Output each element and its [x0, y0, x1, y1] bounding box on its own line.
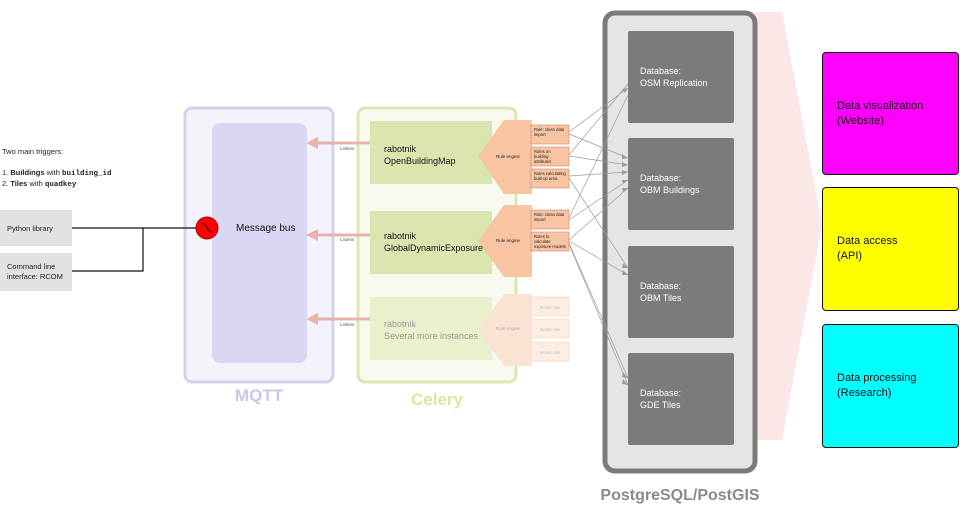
database-kind: Database: [640, 66, 682, 76]
rule-db-connectors [568, 83, 629, 386]
python-library-box: Python library [0, 210, 72, 246]
rule-label: Rule: clean data import [534, 127, 565, 137]
trigger-connector: with [44, 167, 63, 177]
trigger-key: quadkey [44, 181, 77, 189]
app-subtitle: (API) [837, 250, 863, 262]
database-osm-replication: Database: OSM Replication [628, 31, 734, 123]
cli-label: Command line interface: RCOM [7, 262, 63, 281]
worker-box-obm [370, 121, 492, 184]
app-data-access: Data access (API) [822, 187, 959, 311]
app-title: Data visualization [837, 99, 924, 112]
listens-label: Listens [340, 146, 355, 151]
message-bus-label: Message bus [236, 223, 296, 234]
rule-label: Atomic rule [539, 327, 561, 332]
rule-box [530, 209, 570, 230]
trigger-number: 1. [2, 167, 11, 177]
database-kind: Database: [640, 281, 682, 291]
worker-instance: Several more instances [384, 331, 479, 341]
rule-engine-label: Rule engine [495, 326, 521, 331]
celery-label: Celery [411, 390, 463, 409]
listens-label: Listens [340, 322, 355, 327]
listen-arrows [306, 137, 370, 325]
trigger-name: Tiles [10, 179, 28, 188]
database-obm-buildings: Database: OBM Buildings [628, 138, 734, 230]
rule-label: Rules calculating built-up area [534, 171, 566, 181]
rule-label: Rule: clean data import [534, 212, 565, 222]
trigger-name: Buildings [10, 167, 45, 177]
trigger-item-tiles: 2. Tiles with quadkey [2, 179, 112, 191]
client-connectors [72, 227, 200, 272]
rule-box-faded [530, 318, 570, 339]
database-kind: Database: [640, 173, 682, 183]
worker-box-more [370, 297, 492, 360]
listens-label: Listens [340, 237, 355, 242]
database-name: GDE Tiles [640, 400, 681, 410]
rule-box [530, 124, 570, 145]
app-title: Data access [837, 235, 898, 247]
rule-engine-shape-more [478, 294, 532, 366]
rule-box-faded [530, 341, 570, 362]
rule-engine-shape-obm [478, 120, 532, 194]
worker-name: rabotnik [384, 319, 417, 329]
rule-engine-label: Rule engine [495, 238, 521, 243]
trigger-item-buildings: 1. Buildings with building_id [2, 168, 112, 180]
rule-box [530, 146, 570, 167]
worker-instance: OpenBuildingMap [384, 156, 456, 166]
app-data-visualization: Data visualization (Website) [822, 52, 959, 175]
database-gde-tiles: Database: GDE Tiles [628, 353, 734, 445]
rule-label: Rules on building attributes [534, 149, 552, 164]
rule-engine-label: Rule engine [495, 154, 521, 159]
database-kind: Database: [640, 388, 682, 398]
message-bus-box [212, 123, 307, 363]
trigger-key: building_id [62, 169, 112, 178]
rule-box-faded [530, 296, 570, 317]
rule-label: Atomic rule [539, 305, 561, 310]
trigger-number: 2. [2, 179, 11, 188]
worker-obm-label: rabotnik OpenBuildingMap [384, 143, 456, 167]
worker-box-gde [370, 211, 492, 274]
app-data-processing: Data processing (Research) [822, 324, 959, 448]
triggers-intro: Two main triggers: [2, 147, 64, 156]
worker-name: rabotnik [384, 144, 417, 154]
rule-engine-shape-gde [478, 205, 532, 277]
app-subtitle: (Research) [837, 387, 892, 399]
app-title: Data processing [837, 372, 917, 384]
rule-label: Atomic rule [539, 350, 561, 355]
worker-name: rabotnik [384, 231, 417, 241]
trigger-node-glyph [200, 222, 214, 233]
postgres-label: PostgreSQL/PostGIS [600, 487, 760, 504]
triggers-description: Two main triggers: 1. Buildings with bui… [2, 147, 112, 191]
python-library-label: Python library [7, 223, 53, 233]
trigger-connector: with [27, 179, 45, 188]
rule-label: Rules to calculate exposure models [534, 234, 566, 249]
worker-instance: GlobalDynamicExposure [384, 243, 484, 253]
worker-gde-label: rabotnik GlobalDynamicExposure [384, 230, 483, 254]
cli-box: Command line interface: RCOM [0, 253, 72, 291]
rule-box [530, 231, 570, 252]
mqtt-label: MQTT [234, 386, 284, 405]
database-name: OBM Tiles [640, 293, 682, 303]
database-name: OSM Replication [640, 78, 708, 88]
database-name: OBM Buildings [640, 185, 700, 195]
database-obm-tiles: Database: OBM Tiles [628, 246, 734, 338]
app-subtitle: (Website) [837, 114, 884, 127]
rule-db-arrowheads [622, 88, 628, 385]
worker-more-label: rabotnik Several more instances [384, 318, 478, 342]
